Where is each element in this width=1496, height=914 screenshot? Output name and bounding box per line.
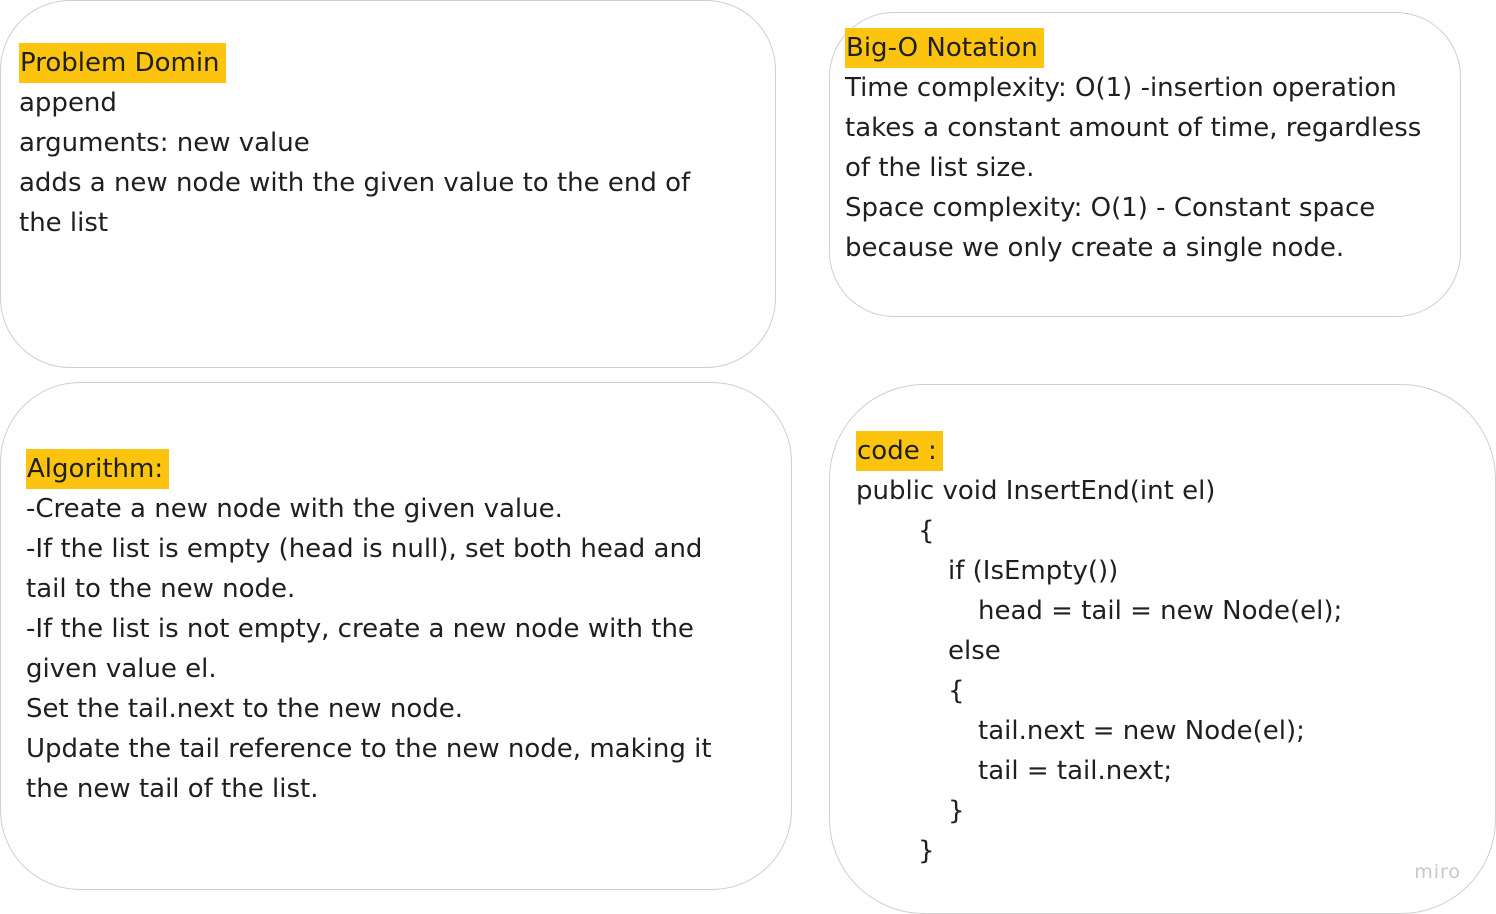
code-card: code : public void InsertEnd(int el) { i…: [829, 384, 1496, 914]
code-line: {: [918, 516, 935, 546]
code-line: }: [948, 796, 965, 826]
big-o-card: Big-O Notation Time complexity: O(1) -in…: [829, 12, 1461, 317]
problem-line: the list: [19, 208, 109, 238]
algorithm-step: -Create a new node with the given value.: [26, 494, 563, 524]
code-line: if (IsEmpty()): [948, 556, 1119, 586]
algorithm-step: Set the tail.next to the new node.: [26, 694, 464, 724]
algorithm-step: -If the list is not empty, create a new …: [26, 614, 694, 644]
big-o-line: Space complexity: O(1) - Constant space: [845, 193, 1376, 223]
algorithm-card: Algorithm: -Create a new node with the g…: [0, 382, 792, 890]
big-o-line: takes a constant amount of time, regardl…: [845, 113, 1422, 143]
code-line: {: [948, 676, 965, 706]
code-line: tail = tail.next;: [978, 756, 1173, 786]
code-line: }: [918, 836, 935, 866]
algorithm-step: the new tail of the list.: [26, 774, 319, 804]
big-o-line: Time complexity: O(1) -insertion operati…: [845, 73, 1397, 103]
code-line: head = tail = new Node(el);: [978, 596, 1343, 626]
algorithm-step: Update the tail reference to the new nod…: [26, 734, 712, 764]
problem-line: adds a new node with the given value to …: [19, 168, 691, 198]
problem-line: arguments: new value: [19, 128, 310, 158]
big-o-line: of the list size.: [845, 153, 1035, 183]
code-line: public void InsertEnd(int el): [856, 476, 1216, 506]
problem-domain-title: Problem Domin: [19, 43, 226, 83]
miro-watermark: miro: [1414, 861, 1461, 883]
problem-line: append: [19, 88, 117, 118]
problem-domain-card: Problem Domin append arguments: new valu…: [0, 0, 776, 368]
algorithm-step: -If the list is empty (head is null), se…: [26, 534, 703, 564]
code-title: code :: [856, 431, 943, 471]
code-line: else: [948, 636, 1001, 666]
code-line: tail.next = new Node(el);: [978, 716, 1305, 746]
algorithm-step: given value el.: [26, 654, 217, 684]
big-o-title: Big-O Notation: [845, 28, 1044, 68]
algorithm-title: Algorithm:: [26, 449, 170, 489]
algorithm-step: tail to the new node.: [26, 574, 296, 604]
big-o-line: because we only create a single node.: [845, 233, 1345, 263]
